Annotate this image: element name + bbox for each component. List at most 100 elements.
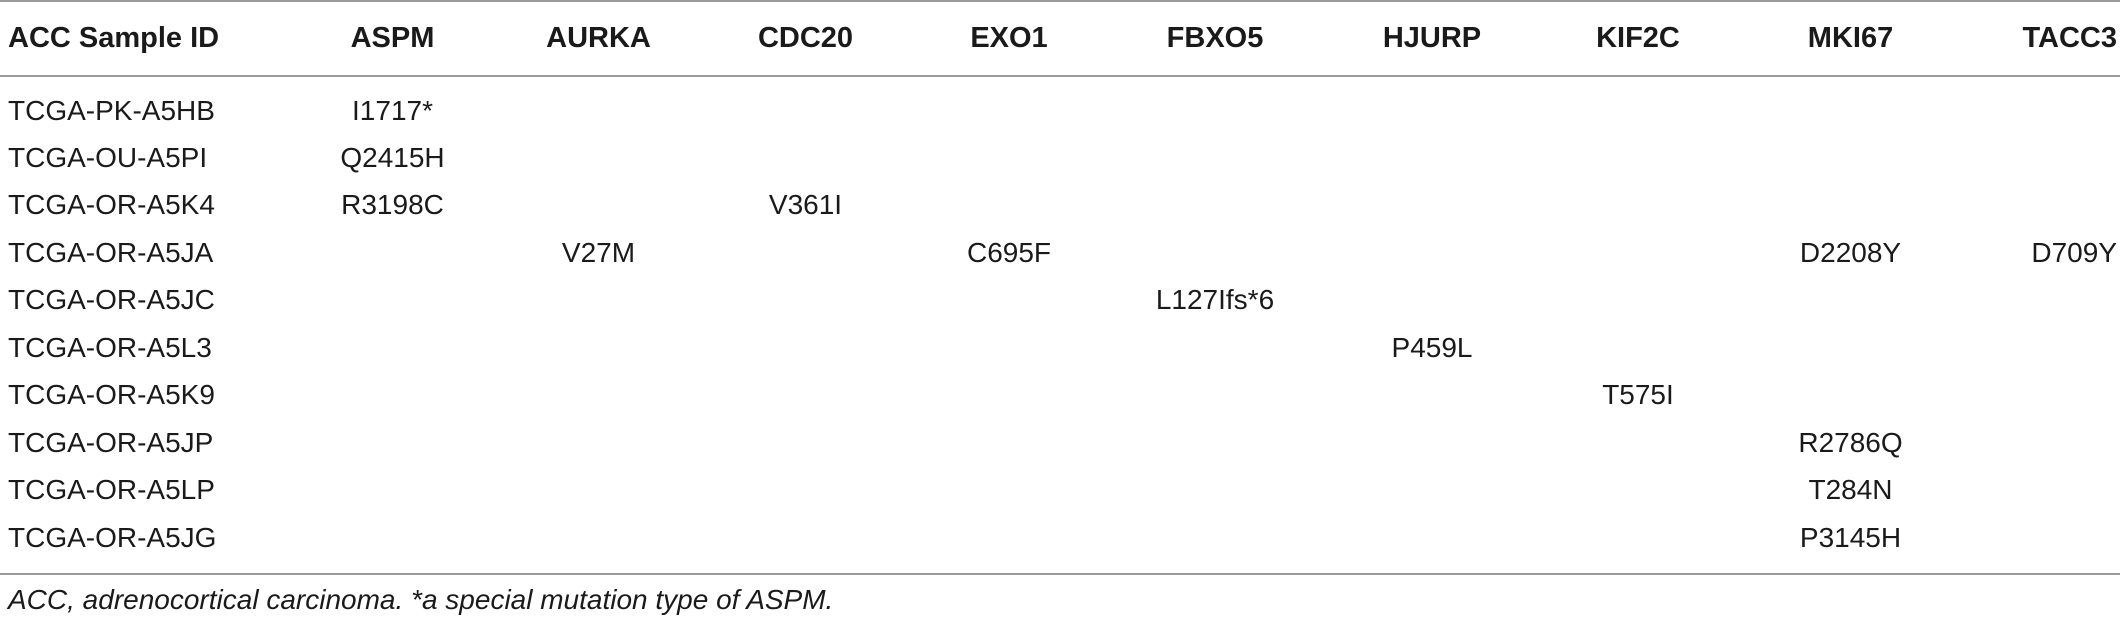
mutation-cell (1968, 134, 2120, 182)
table-footnote: ACC, adrenocortical carcinoma. *a specia… (8, 584, 834, 615)
mutation-cell (1109, 514, 1321, 562)
column-header-kif2c: KIF2C (1596, 22, 1680, 54)
mutation-cell (1109, 134, 1321, 182)
mutation-cell (702, 324, 909, 372)
mutation-cell (909, 277, 1109, 325)
mutation-cell (1543, 75, 1733, 134)
mutation-cell: Q2415H (340, 141, 445, 173)
mutation-cell: T575I (1602, 379, 1674, 411)
sample-id-cell: TCGA-OR-A5JP (8, 426, 214, 458)
sample-id-cell: TCGA-OU-A5PI (8, 141, 208, 173)
header-rule (0, 75, 2120, 77)
mutation-cell (1968, 182, 2120, 230)
mutation-cell: V361I (768, 189, 843, 221)
sample-id-cell: TCGA-OR-A5LP (8, 474, 215, 506)
mutation-cell (1109, 229, 1321, 277)
column-header-fbxo5: FBXO5 (1166, 22, 1264, 54)
mutation-cell (1968, 419, 2120, 467)
column-header-exo1: EXO1 (970, 22, 1048, 54)
mutation-cell (1321, 134, 1543, 182)
mutation-cell (1109, 75, 1321, 134)
mutation-cell: D2208Y (1799, 236, 1902, 268)
mutation-cell (290, 277, 495, 325)
mutation-cell (1543, 467, 1733, 515)
mutation-cell (1543, 324, 1733, 372)
mutation-cell (1733, 134, 1968, 182)
mutation-cell (1321, 372, 1543, 420)
column-header-aurka: AURKA (546, 22, 651, 54)
mutation-cell (495, 182, 702, 230)
mutation-cell (1109, 467, 1321, 515)
mutation-cell (1109, 182, 1321, 230)
mutation-cell (1109, 419, 1321, 467)
mutation-cell (495, 419, 702, 467)
mutation-cell (909, 419, 1109, 467)
mutation-cell (495, 75, 702, 134)
column-header-cdc20: CDC20 (757, 22, 854, 54)
mutation-cell: R2786Q (1798, 426, 1903, 458)
mutation-table: ACC Sample ID ASPM AURKA CDC20 EXO1 FBXO… (0, 2, 2120, 562)
sample-id-cell: TCGA-OR-A5K9 (8, 379, 215, 411)
mutation-cell (1109, 372, 1321, 420)
column-header-tacc3: TACC3 (2022, 22, 2117, 54)
mutation-cell (1543, 419, 1733, 467)
column-header-aspm: ASPM (350, 22, 435, 54)
table-row: TCGA-OR-A5K4 R3198C V361I (0, 182, 2120, 230)
mutation-cell: D709Y (2031, 236, 2117, 268)
mutation-cell: P3145H (1799, 521, 1902, 553)
table-row: TCGA-OR-A5L3 P459L (0, 324, 2120, 372)
sample-id-cell: TCGA-OR-A5K4 (8, 189, 215, 221)
mutation-cell (702, 134, 909, 182)
mutation-cell (1733, 277, 1968, 325)
mutation-cell (1543, 514, 1733, 562)
mutation-cell (909, 75, 1109, 134)
column-header-sample-id: ACC Sample ID (8, 22, 220, 54)
mutation-cell (702, 514, 909, 562)
mutation-cell (1968, 372, 2120, 420)
mutation-cell (1968, 324, 2120, 372)
mutation-cell (909, 467, 1109, 515)
mutation-cell (1968, 467, 2120, 515)
mutation-cell (1543, 229, 1733, 277)
mutation-cell: V27M (561, 236, 636, 268)
column-header-mki67: MKI67 (1807, 22, 1894, 54)
mutation-cell (1968, 277, 2120, 325)
table-row: TCGA-OR-A5JC L127Ifs*6 (0, 277, 2120, 325)
mutation-cell (1543, 182, 1733, 230)
mutation-cell: L127Ifs*6 (1155, 284, 1275, 316)
mutation-cell (909, 134, 1109, 182)
mutation-cell (1543, 134, 1733, 182)
mutation-cell (702, 419, 909, 467)
mutation-cell (290, 467, 495, 515)
sample-id-cell: TCGA-PK-A5HB (8, 94, 215, 126)
table-row: TCGA-OR-A5JP R2786Q (0, 419, 2120, 467)
mutation-cell (1321, 419, 1543, 467)
sample-id-cell: TCGA-OR-A5L3 (8, 331, 212, 363)
mutation-cell (495, 277, 702, 325)
mutation-cell (290, 514, 495, 562)
mutation-cell (909, 324, 1109, 372)
mutation-cell: R3198C (341, 189, 444, 221)
mutation-cell (1321, 467, 1543, 515)
mutation-cell (290, 324, 495, 372)
mutation-cell (909, 514, 1109, 562)
mutation-cell (1733, 75, 1968, 134)
sample-id-cell: TCGA-OR-A5JC (8, 284, 215, 316)
mutation-cell (909, 182, 1109, 230)
mutation-cell (1968, 75, 2120, 134)
column-header-hjurp: HJURP (1382, 22, 1482, 54)
mutation-cell (1733, 372, 1968, 420)
mutation-cell (1321, 514, 1543, 562)
table-header-row: ACC Sample ID ASPM AURKA CDC20 EXO1 FBXO… (0, 2, 2120, 75)
mutation-cell (290, 419, 495, 467)
mutation-cell (1321, 75, 1543, 134)
mutation-cell (1733, 324, 1968, 372)
mutation-cell (702, 277, 909, 325)
mutation-cell: P459L (1391, 331, 1473, 363)
mutation-cell (495, 467, 702, 515)
